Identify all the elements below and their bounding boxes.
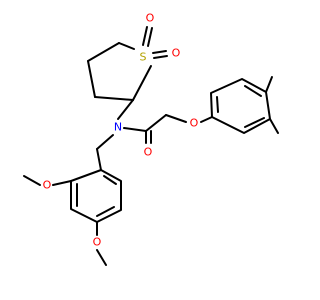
bond-methoxy3-methyl bbox=[23, 175, 41, 186]
dimethylphenyl-ring bbox=[210, 76, 279, 134]
bond-s-o-top-b bbox=[147, 27, 153, 47]
atom-labels: S O O N O O O O bbox=[43, 12, 199, 249]
sulfur-atom-label: S bbox=[140, 51, 147, 64]
dimethoxyphenyl-double-1 bbox=[103, 175, 117, 185]
sulfonyl-oxygen-top-label: O bbox=[146, 12, 155, 25]
bond-s-o-right-a bbox=[152, 50, 167, 54]
chemical-structure-diagram: S O O N O O O O bbox=[23, 12, 279, 266]
bond-c3-c4 bbox=[87, 60, 96, 98]
amide-nitrogen-label: N bbox=[114, 121, 122, 134]
bond-c2-n bbox=[117, 99, 134, 120]
bond-c5-s bbox=[118, 42, 135, 50]
methoxy-oxygen-4-label: O bbox=[93, 236, 102, 249]
dimethylphenyl-double-3 bbox=[244, 117, 265, 128]
bond-c2-c3 bbox=[94, 96, 134, 101]
bond-n-carbonyl bbox=[123, 127, 147, 132]
sulfonyl-oxygen-right-label: O bbox=[172, 47, 181, 60]
bond-ring-methoxy3-o bbox=[52, 180, 72, 186]
bond-n-benzyl-ch2 bbox=[96, 134, 114, 150]
bond-methyl-bottom bbox=[269, 118, 279, 134]
dimethoxyphenyl-double-2 bbox=[96, 206, 115, 217]
dimethylphenyl-double-2 bbox=[244, 85, 262, 97]
dimethylphenyl-double-1 bbox=[216, 96, 219, 113]
bond-c4-c5 bbox=[87, 42, 120, 62]
bond-methoxy4-methyl bbox=[96, 249, 107, 266]
bond-ch2-ether-o bbox=[165, 114, 187, 123]
dimethoxyphenyl-ring bbox=[23, 169, 122, 266]
amide-core bbox=[96, 99, 213, 171]
dimethoxyphenyl-hexagon bbox=[70, 169, 122, 223]
sulfolane-ring bbox=[87, 26, 168, 101]
ether-oxygen-label: O bbox=[190, 117, 199, 130]
bond-carbonyl-ch2 bbox=[145, 114, 167, 132]
bond-benzyl-ch2-ring bbox=[96, 148, 102, 171]
bond-methyl-top bbox=[265, 76, 273, 93]
bond-ether-o-aryl bbox=[200, 116, 213, 123]
amide-oxygen-label: O bbox=[144, 146, 153, 159]
bond-s-o-right-b bbox=[153, 55, 168, 59]
methoxy-oxygen-3-label: O bbox=[43, 179, 52, 192]
bond-s-c2 bbox=[132, 65, 152, 101]
dimethylphenyl-hexagon bbox=[210, 78, 271, 134]
bond-s-o-top-a bbox=[142, 26, 148, 46]
